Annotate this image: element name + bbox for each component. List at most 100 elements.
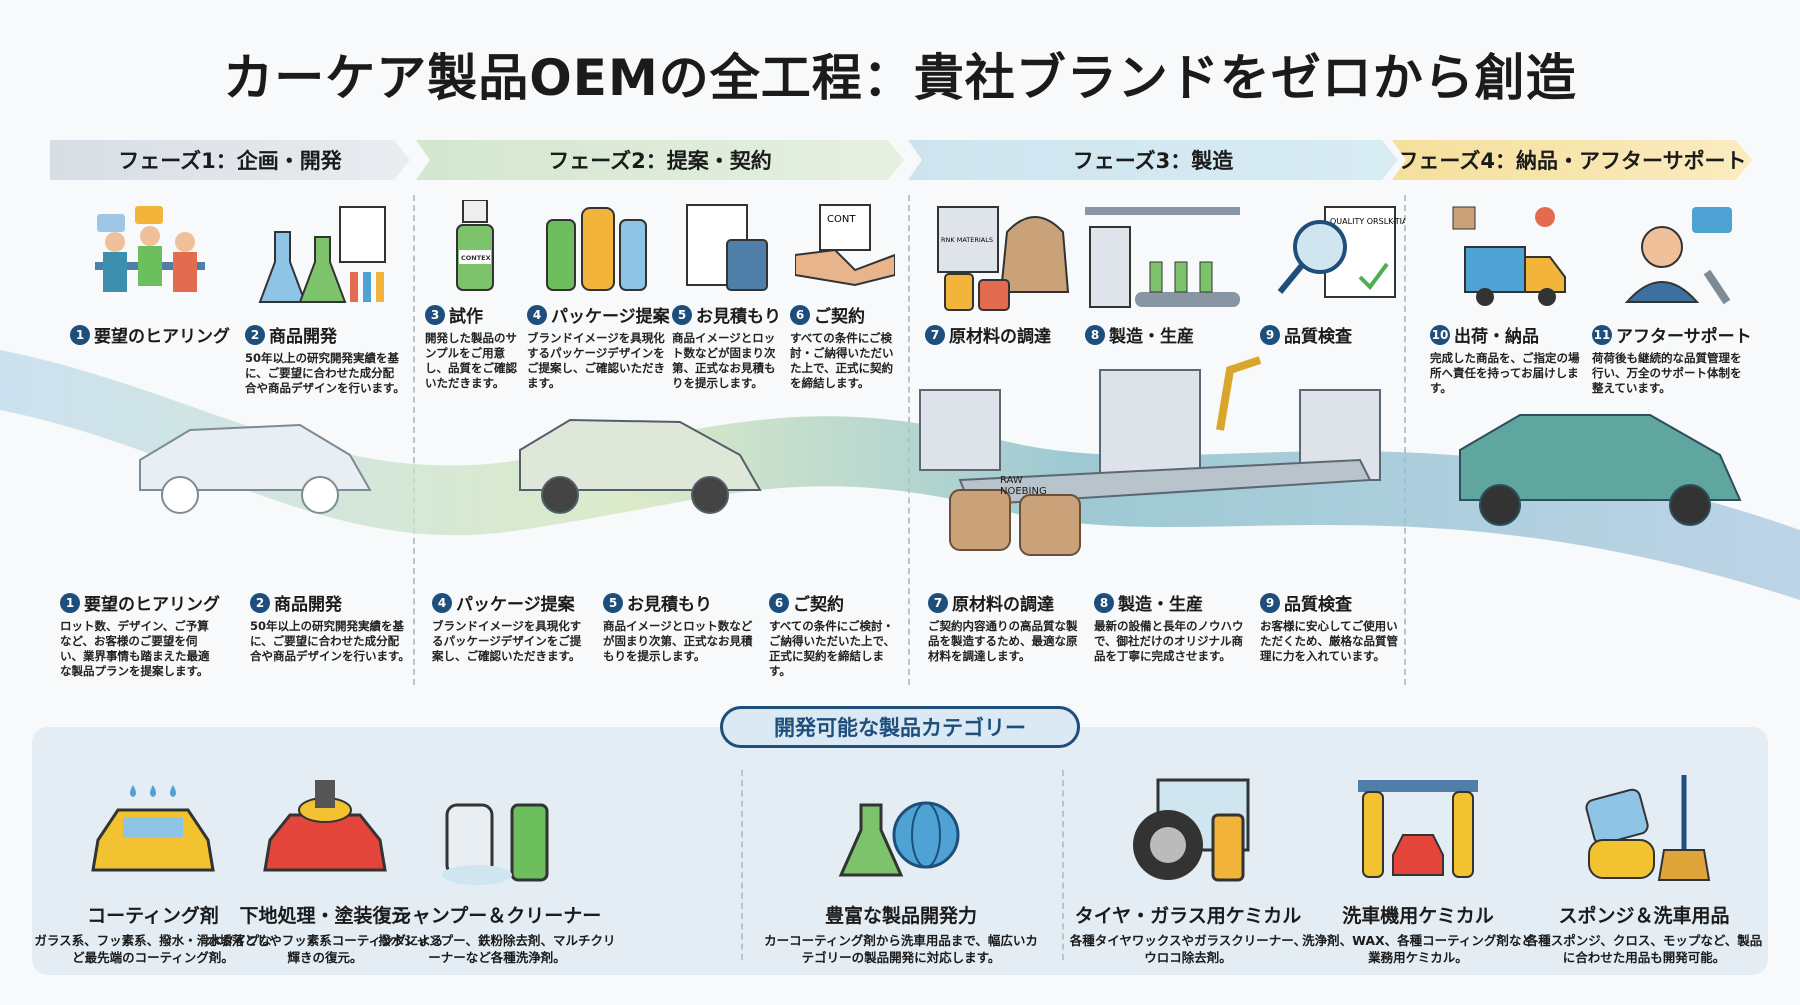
sponge-mop-icon <box>1524 750 1764 885</box>
step-description: すべての条件にご検討・ご納得いただいた上で、正式に契約を締結します。 <box>790 331 894 390</box>
category-development-capability: 豊富な製品開発力 カーコーティング剤から洗車用品まで、幅広いカテゴリーの製品開発… <box>761 750 1041 966</box>
category-title: 下地処理・塗装復元 <box>239 905 411 927</box>
polisher-car-icon <box>205 750 445 885</box>
step-description: 商品イメージとロット数などが固まり次第、正式なお見積もりを提示します。 <box>603 619 753 663</box>
step-number: 4 <box>527 304 547 325</box>
step-description: 商品イメージとロット数などが固まり次第、正式なお見積もりを提示します。 <box>672 331 776 390</box>
category-title: スポンジ＆洗車用品 <box>1558 905 1730 927</box>
phase-3-banner: フェーズ3：製造 <box>908 140 1398 180</box>
step-description: ロット数、デザイン、ご予算など、お客様のご要望を伺い、業界事情も踏まえた最適な製… <box>60 619 210 678</box>
phase-divider <box>413 195 415 685</box>
category-tire-glass: タイヤ・ガラス用ケミカル 各種タイヤワックスやガラスクリーナー、ウロコ除去剤。 <box>1068 750 1308 966</box>
step-number: 4 <box>432 592 452 613</box>
step-label: 商品開発 <box>274 595 342 615</box>
factory-conveyor-icon <box>919 356 1381 507</box>
step-label: アフターサポート <box>1616 327 1752 347</box>
step-label: 出荷・納品 <box>1454 327 1539 347</box>
step-number: 9 <box>1260 324 1280 345</box>
category-title: タイヤ・ガラス用ケミカル <box>1074 905 1302 927</box>
category-divider <box>1062 770 1064 960</box>
support-operator-icon <box>1592 200 1752 312</box>
category-sponge-supplies: スポンジ＆洗車用品 各種スポンジ、クロス、モップなど、製品に合わせた用品も開発可… <box>1524 750 1764 966</box>
wireframe-car-icon <box>139 423 372 514</box>
step-description: ブランドイメージを具現化するパッケージデザインをご提案し、ご確認いただきます。 <box>432 619 582 663</box>
category-surface-restoration: 下地処理・塗装復元 水垢落としやフッ素系コーティングによる輝きの復元。 <box>205 750 445 966</box>
category-description: 各種スポンジ、クロス、モップなど、製品に合わせた用品も開発可能。 <box>1525 933 1763 965</box>
step-description: 50年以上の研究開発実績を基に、ご要望に合わせた成分配合や商品デザインを行います… <box>250 619 410 663</box>
step-description: ブランドイメージを具現化するパッケージデザインをご提案し、ご確認いただきます。 <box>527 331 665 390</box>
category-title: 洗車機用ケミカル <box>1342 905 1494 927</box>
finished-car-icon <box>1459 414 1742 526</box>
bottle-label: CONTEX <box>461 254 491 262</box>
raw-material-sacks-icon <box>949 489 1081 556</box>
step-description: すべての条件にご検討・ご納得いただいた上で、正式に契約を締結します。 <box>769 619 896 678</box>
category-description: 撥水シャンプー、鉄粉除去剤、マルチクリーナーなど各種洗浄剤。 <box>378 933 616 965</box>
spray-bottle-icon: CONTEX <box>425 200 525 292</box>
step-number: 7 <box>925 324 945 345</box>
step-label: お見積もり <box>627 595 712 615</box>
materials-bag-label: RNK MATERIALS <box>941 236 993 244</box>
quality-doc-label: QUALITY ORSLK-TIALS <box>1330 217 1405 226</box>
step-number: 9 <box>1260 592 1280 613</box>
category-title: コーティング剤 <box>87 905 219 927</box>
handshake-icon: CONT <box>790 200 900 292</box>
flask-globe-icon <box>761 750 1041 885</box>
phase-2-banner: フェーズ2：提案・契約 <box>416 140 904 180</box>
category-description: 水垢落としやフッ素系コーティングによる輝きの復元。 <box>206 933 444 965</box>
lab-flask-icon <box>245 200 405 312</box>
step-description: 完成した商品を、ご指定の場所へ責任を持ってお届けします。 <box>1430 351 1580 395</box>
step-number: 3 <box>425 304 445 325</box>
step-number: 7 <box>928 592 948 613</box>
coated-car-icon <box>33 750 273 885</box>
step-label: 品質検査 <box>1284 327 1352 347</box>
step-label: 要望のヒアリング <box>84 595 220 615</box>
category-divider <box>741 770 743 960</box>
category-description: カーコーティング剤から洗車用品まで、幅広いカテゴリーの製品開発に対応します。 <box>764 933 1038 965</box>
category-description: 洗浄剤、WAX、各種コーティング剤など業務用ケミカル。 <box>1302 933 1534 965</box>
step-label: 製造・生産 <box>1118 595 1203 615</box>
step-number: 2 <box>245 324 265 345</box>
step-number: 5 <box>603 592 623 613</box>
sedan-car-icon <box>519 418 762 514</box>
phase-1-banner: フェーズ1：企画・開発 <box>50 140 410 180</box>
category-coating: コーティング剤 ガラス系、フッ素系、撥水・滑水タイプなど最先端のコーティング剤。 <box>33 750 273 966</box>
delivery-truck-icon <box>1430 200 1580 312</box>
step-description: 開発した製品のサンプルをご用意し、品質をご確認いただきます。 <box>425 331 517 390</box>
step-number: 10 <box>1430 324 1450 345</box>
step-label: 製造・生産 <box>1109 327 1194 347</box>
phase-4-banner: フェーズ4：納品・アフターサポート <box>1392 140 1752 180</box>
category-description: 各種タイヤワックスやガラスクリーナー、ウロコ除去剤。 <box>1069 933 1307 965</box>
step-label: 要望のヒアリング <box>94 327 230 347</box>
step-label: パッケージ提案 <box>551 307 670 327</box>
step-label: 原材料の調達 <box>952 595 1054 615</box>
road-illustration <box>0 350 1800 600</box>
step-label: ご契約 <box>793 595 844 615</box>
categories-header: 開発可能な製品カテゴリー <box>720 706 1080 748</box>
category-description: ガラス系、フッ素系、撥水・滑水タイプなど最先端のコーティング剤。 <box>34 933 272 965</box>
foam-sprayer-icon <box>377 750 617 885</box>
step-label: お見積もり <box>696 307 781 327</box>
tire-spray-icon <box>1068 750 1308 885</box>
step-number: 2 <box>250 592 270 613</box>
step-number: 11 <box>1592 324 1612 345</box>
step-description: お客様に安心してご使用いただくため、厳格な品質管理に力を入れています。 <box>1260 619 1398 663</box>
step-label: 商品開発 <box>269 327 337 347</box>
calculator-icon <box>672 200 782 292</box>
phase-divider <box>1404 195 1406 685</box>
